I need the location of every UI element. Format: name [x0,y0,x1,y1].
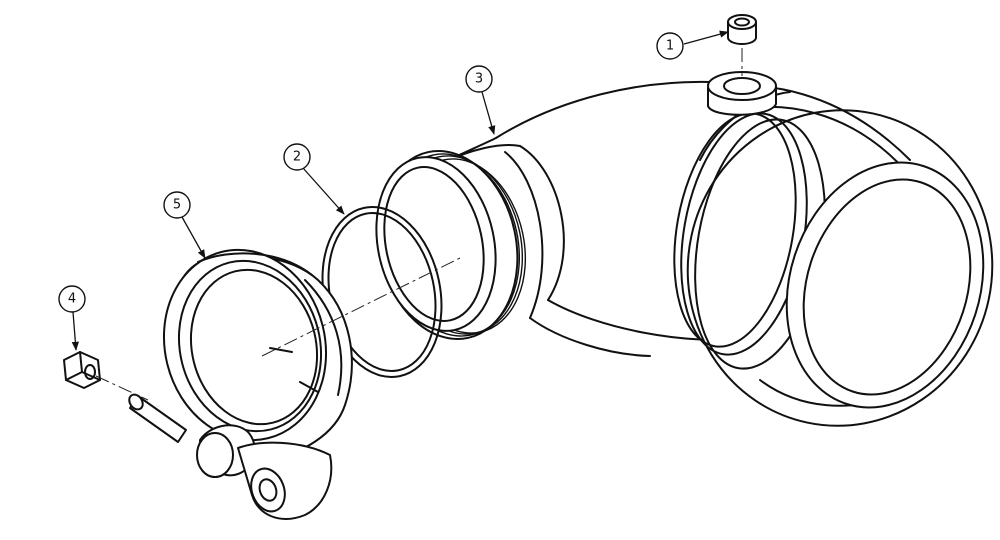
svg-text:3: 3 [475,72,483,87]
t-bolt [128,393,187,443]
svg-text:1: 1 [666,39,674,54]
elbow-duct [375,71,994,427]
cap-screw [727,14,757,45]
svg-text:2: 2 [293,150,301,165]
balloon-2: 2 [283,143,345,215]
balloon-5: 5 [163,191,206,259]
balloon-3: 3 [465,65,496,135]
v-band-clamp [162,248,353,520]
center-lines [95,48,743,401]
svg-text:4: 4 [68,292,76,307]
balloon-1: 1 [656,30,729,60]
hex-nut [63,351,101,389]
svg-text:5: 5 [173,198,181,213]
balloon-4: 4 [58,285,86,351]
